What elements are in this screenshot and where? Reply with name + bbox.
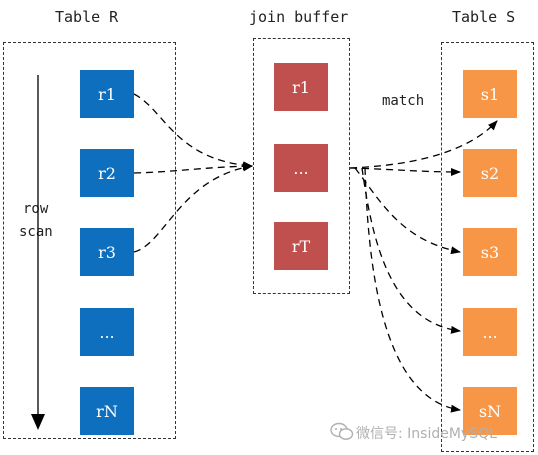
- table-r-row-rn: rN: [80, 387, 134, 435]
- row-scan-label-line2: scan: [19, 224, 53, 240]
- table-r-row-r3: r3: [80, 228, 134, 276]
- arrow-buffer-to-sn: [364, 167, 461, 413]
- row-scan-arrowhead: [31, 414, 45, 430]
- row-scan-label-line1: row: [23, 201, 49, 217]
- table-s-row-ellipsis: ...: [463, 308, 517, 356]
- table-r-frame: [3, 42, 176, 439]
- table-s-row-s1: s1: [463, 70, 517, 118]
- table-s-frame: [441, 42, 534, 452]
- table-s-row-sn: sN: [463, 387, 517, 435]
- join-buffer-row-ellipsis: ...: [274, 144, 328, 192]
- join-buffer-row-rt: rT: [274, 222, 328, 270]
- join-buffer-title: join buffer: [249, 8, 349, 26]
- join-buffer-frame: [253, 38, 350, 294]
- match-label: match: [382, 93, 425, 109]
- table-s-title: Table S: [452, 8, 516, 26]
- watermark-text: 微信号: InsideMySQL: [356, 426, 497, 442]
- arrow-r1-to-buffer: [133, 93, 253, 170]
- table-r-row-ellipsis: ...: [80, 308, 134, 356]
- arrow-buffer-to-s-ellipsis: [361, 167, 461, 334]
- arrow-buffer-to-s1: [349, 120, 498, 169]
- arrow-r3-to-buffer: [133, 163, 253, 253]
- arrow-buffer-to-s3: [354, 167, 461, 255]
- table-s-row-s3: s3: [463, 228, 517, 276]
- arrow-r2-to-buffer: [133, 162, 253, 174]
- wechat-icon: [330, 422, 354, 440]
- table-s-row-s2: s2: [463, 149, 517, 197]
- arrow-buffer-to-s2: [349, 167, 461, 176]
- join-buffer-row-r1: r1: [274, 63, 328, 111]
- table-r-title: Table R: [55, 8, 119, 26]
- table-r-row-r2: r2: [80, 149, 134, 197]
- table-r-row-r1: r1: [80, 70, 134, 118]
